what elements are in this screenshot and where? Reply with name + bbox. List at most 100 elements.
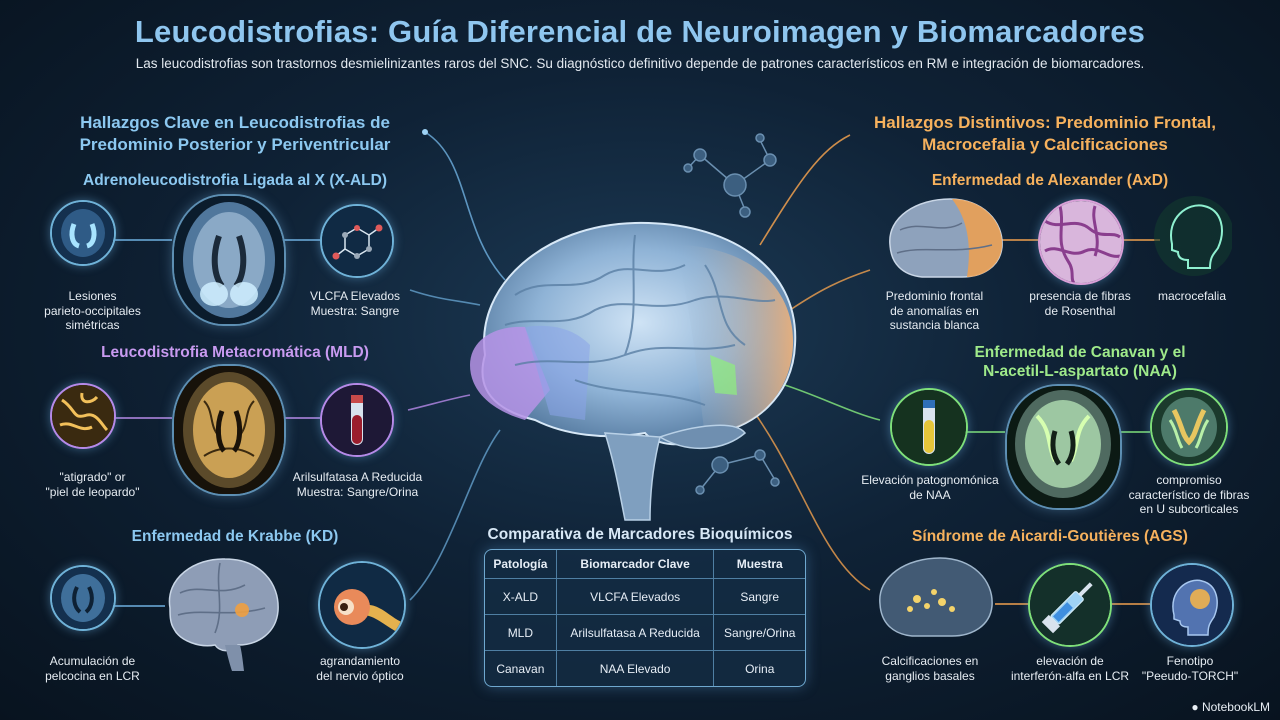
table-cell: Arilsulfatasa A Reducida <box>556 614 715 651</box>
axd-caption-macro: macrocefalia <box>1142 289 1242 304</box>
xald-cap3-line2: Muestra: Sangre <box>310 303 400 318</box>
ags-cap3-line2: "Peeudo-TORCH" <box>1141 668 1239 683</box>
table-cell: NAA Elevado <box>556 650 715 686</box>
xald-caption-lesions: Lesiones parieto-occipitales simétricas <box>20 289 165 333</box>
mld-caption-biomarker: Arilsulfatasa A Reducida Muestra: Sangre… <box>280 470 435 499</box>
ags-cap1-line2: ganglios basales <box>885 668 975 683</box>
left-section-heading: Hallazgos Clave en Leucodistrofias de Pr… <box>40 112 430 156</box>
table-row: X-ALD VLCFA Elevados Sangre <box>485 578 805 615</box>
kd-cap1-line2: pelcocina en LCR <box>45 668 140 683</box>
canavan-caption-naa: Elevación patognomónica de NAA <box>850 473 1010 502</box>
xald-caption-biomarker: VLCFA Elevados Muestra: Sangre <box>285 289 425 318</box>
table-row: MLD Arilsulfatasa A Reducida Sangre/Orin… <box>485 614 805 651</box>
canavan-title: Enfermedad de Canavan y el N-acetil-L-as… <box>880 343 1280 381</box>
axd-title: Enfermedad de Alexander (AxD) <box>931 172 1169 189</box>
mld-tigroid-circle <box>50 383 116 449</box>
axd-caption-rosenthal: presencia de fibras de Rosenthal <box>1010 289 1150 318</box>
table-cell: Sangre <box>713 578 805 615</box>
ags-caption-phenotype: Fenotipo "Peeudo-TORCH" <box>1130 654 1250 683</box>
right-heading-line1: Hallazgos Distintivos: Predominio Fronta… <box>874 113 1216 132</box>
ags-cap2-line2: interferón-alfa en LCR <box>1010 668 1130 683</box>
kd-cap3-line1: agrandamiento <box>319 654 401 668</box>
macrocephaly-head-icon <box>1154 196 1232 276</box>
ags-caption-interferon: elevación de interferón-alfa en LCR <box>1000 654 1140 683</box>
right-section-heading: Hallazgos Distintivos: Predominio Fronta… <box>845 112 1245 156</box>
mld-mri-axial <box>172 364 286 496</box>
ags-cap1-line1: Calcificaciones en <box>881 654 979 668</box>
ags-cap2-line1: elevación de <box>1036 654 1104 668</box>
ags-phenotype-circle <box>1150 563 1234 647</box>
mld-cap3-line2: Muestra: Sangre/Orina <box>296 484 419 499</box>
axd-cap2-line2: de Rosenthal <box>1044 303 1116 318</box>
right-heading-line2: Macrocefalia y Calcificaciones <box>922 135 1168 154</box>
table-cell: Sangre/Orina <box>713 614 805 651</box>
table-row: Canavan NAA Elevado Orina <box>485 650 805 686</box>
canavan-title-line2: N-acetil-L-aspartato (NAA) <box>983 363 1177 380</box>
kd-title: Enfermedad de Krabbe (KD) <box>131 528 339 545</box>
axd-cap1-line2: de anomalías en <box>890 303 979 318</box>
axd-cap1-line3: sustancia blanca <box>889 318 980 332</box>
biomarker-table: Patología Biomarcador Clave Muestra X-AL… <box>484 549 806 687</box>
xald-title: Adrenoleucodistrofia Ligada al X (X-ALD) <box>83 172 387 189</box>
notebooklm-logo: ● NotebookLM <box>1191 700 1270 714</box>
canavan-cap3-line3: en U subcorticales <box>1139 502 1239 516</box>
kd-optic-nerve-circle <box>318 561 406 649</box>
ags-brain-illustration <box>879 557 993 637</box>
axd-rosenthal-circle <box>1038 199 1124 285</box>
canavan-mri-coronal <box>1005 384 1122 510</box>
mld-cap1-line2: "piel de leopardo" <box>45 484 140 499</box>
table-cell: VLCFA Elevados <box>556 578 715 615</box>
kd-cap3-line2: del nervio óptico <box>316 668 404 683</box>
left-heading-line1: Hallazgos Clave en Leucodistrofias de <box>80 113 390 132</box>
page-subtitle: Las leucodistrofias son trastornos desmi… <box>135 56 1145 71</box>
logo-icon: ● <box>1191 700 1199 714</box>
canavan-cap3-line1: compromiso <box>1156 473 1222 487</box>
axd-cap1-line1: Predominio frontal <box>885 289 984 303</box>
table-cell: X-ALD <box>485 578 557 615</box>
canavan-cap1-line2: de NAA <box>909 487 951 502</box>
axd-brain-illustration <box>889 198 1003 278</box>
xald-cap1-line1: Lesiones <box>68 289 117 303</box>
table-cell: Orina <box>745 661 775 676</box>
page-title: Leucodistrofias: Guía Diferencial de Neu… <box>134 14 1146 49</box>
table-cell: Canavan <box>485 650 557 686</box>
ags-title: Síndrome de Aicardi-Goutières (AGS) <box>912 528 1188 545</box>
canavan-cap3-line2: característico de fibras <box>1128 487 1250 502</box>
axd-cap2-line1: presencia de fibras <box>1029 289 1131 303</box>
table-header-sample: Muestra <box>713 550 805 579</box>
xald-cap3-line1: VLCFA Elevados <box>309 289 401 303</box>
mld-test-tube-circle <box>320 383 394 457</box>
table-header-biomarker: Biomarcador Clave <box>556 550 715 579</box>
kd-cap1-line1: Acumulación de <box>49 654 136 668</box>
table-header-pathology: Patología <box>485 550 557 579</box>
left-heading-line2: Predominio Posterior y Periventricular <box>79 135 391 154</box>
mld-cap3-line1: Arilsulfatasa A Reducida <box>292 470 423 484</box>
ags-caption-calcifications: Calcificaciones en ganglios basales <box>860 654 1000 683</box>
mld-title: Leucodistrofia Metacromática (MLD) <box>101 344 369 361</box>
mld-cap1-line1: "atigrado" or <box>59 470 126 484</box>
canavan-test-tube-circle <box>890 388 968 466</box>
xald-molecule-circle <box>320 204 394 278</box>
kd-brain-illustration <box>168 558 279 671</box>
mld-caption-pattern: "atigrado" or "piel de leopardo" <box>20 470 165 499</box>
xald-mri-axial <box>172 194 286 326</box>
canavan-caption-ufibers: compromiso característico de fibras en U… <box>1114 473 1264 517</box>
axd-caption-frontal: Predominio frontal de anomalías en susta… <box>862 289 1007 333</box>
kd-caption-optic: agrandamiento del nervio óptico <box>290 654 430 683</box>
xald-cap1-line2: parieto-occipitales <box>44 303 141 318</box>
axd-cap3-line1: macrocefalia <box>1157 289 1227 303</box>
xald-cap1-line3: simétricas <box>65 318 120 332</box>
kd-caption-csf: Acumulación de pelcocina en LCR <box>20 654 165 683</box>
ags-syringe-circle <box>1028 563 1112 647</box>
canavan-cap1-line1: Elevación patognomónica <box>861 473 999 487</box>
kd-csf-circle <box>50 565 116 631</box>
canavan-title-line1: Enfermedad de Canavan y el <box>974 344 1186 361</box>
xald-lesion-circle <box>50 200 116 266</box>
logo-text: NotebookLM <box>1201 700 1270 714</box>
central-brain-illustration <box>470 221 797 521</box>
table-cell: MLD <box>485 614 557 651</box>
biomarker-table-title: Comparativa de Marcadores Bioquímicos <box>487 526 793 543</box>
ags-cap3-line1: Fenotipo <box>1166 654 1214 668</box>
canavan-u-fibers-circle <box>1150 388 1228 466</box>
